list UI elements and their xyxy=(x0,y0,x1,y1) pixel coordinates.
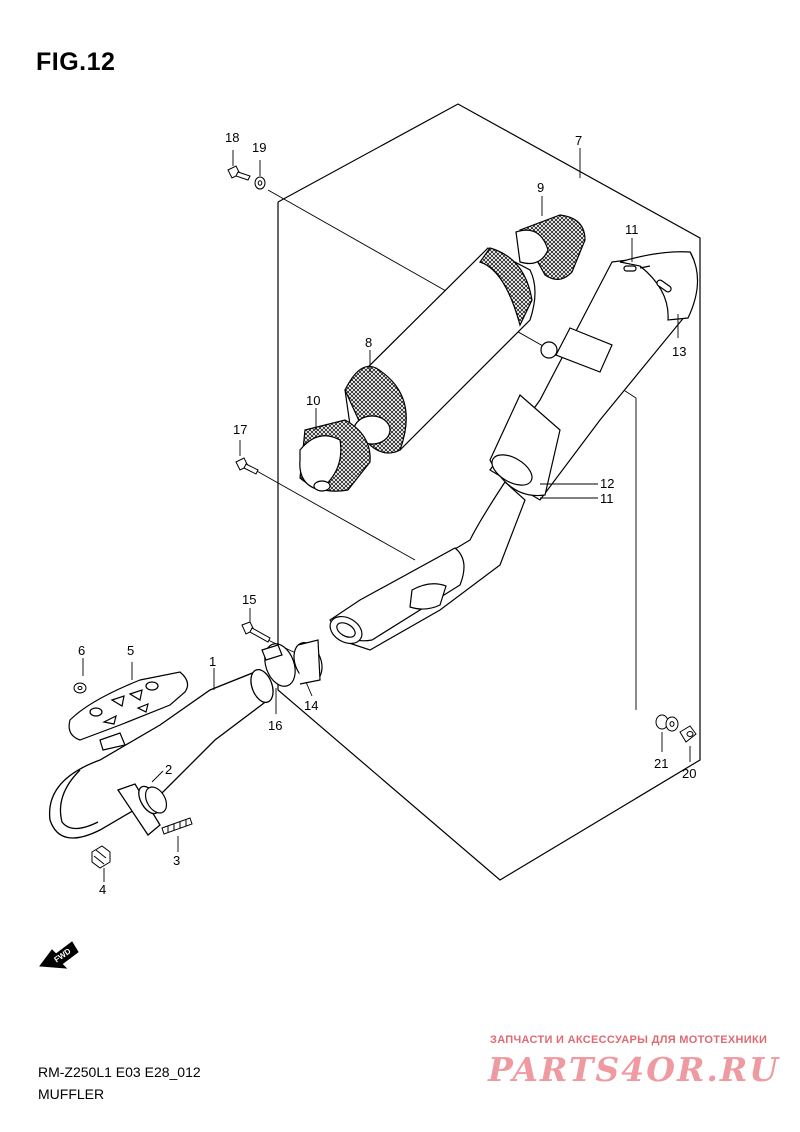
washer-part-21 xyxy=(655,714,679,732)
callout-2: 2 xyxy=(165,762,172,777)
leader-lines xyxy=(82,148,691,882)
callout-3: 3 xyxy=(173,853,180,868)
callout-4: 4 xyxy=(99,882,106,897)
callout-5: 5 xyxy=(127,643,134,658)
callout-15: 15 xyxy=(242,592,256,607)
callout-19: 19 xyxy=(252,140,266,155)
muffler-assembly-outline xyxy=(277,103,701,881)
outer-shell-part-8 xyxy=(344,247,536,454)
callout-16: 16 xyxy=(268,718,282,733)
end-cap-part-10 xyxy=(299,419,371,492)
callout-9: 9 xyxy=(537,180,544,195)
heat-shield-part-5 xyxy=(68,671,189,751)
bolt-part-15 xyxy=(241,621,271,643)
washer-part-6 xyxy=(73,682,87,694)
muffler-body xyxy=(329,251,699,651)
callout-11-top: 11 xyxy=(625,222,639,237)
callout-13: 13 xyxy=(672,344,686,359)
callout-10: 10 xyxy=(306,393,320,408)
clamp-part-16 xyxy=(261,643,296,687)
model-code: RM-Z250L1 E03 E28_012 xyxy=(38,1064,201,1080)
callout-18: 18 xyxy=(225,130,239,145)
section-name: MUFFLER xyxy=(38,1086,105,1102)
callout-14: 14 xyxy=(304,698,318,713)
gasket-part-2 xyxy=(144,786,168,814)
callout-12: 12 xyxy=(600,476,614,491)
figure-title: FIG.12 xyxy=(36,48,116,76)
callout-6: 6 xyxy=(78,643,85,658)
nut-part-4 xyxy=(91,845,111,869)
bolt-part-17 xyxy=(235,457,259,475)
connector-sleeve-part-14 xyxy=(293,639,323,685)
end-cap-part-9 xyxy=(515,214,586,280)
bolt-part-20 xyxy=(679,725,697,743)
callout-11-bottom: 11 xyxy=(600,491,614,506)
callout-20: 20 xyxy=(682,766,696,781)
callout-7: 7 xyxy=(575,133,582,148)
stud-part-3 xyxy=(161,817,193,835)
washer-part-19 xyxy=(254,176,266,190)
callout-labels: 1 2 3 4 5 6 7 8 9 10 11 12 11 13 14 15 1… xyxy=(78,130,696,897)
bolt-part-18 xyxy=(227,165,251,181)
callout-21: 21 xyxy=(654,756,668,771)
forward-arrow-icon: FWD xyxy=(39,941,79,969)
callout-1: 1 xyxy=(209,654,216,669)
watermark-tagline: ЗАПЧАСТИ И АКСЕССУАРЫ ДЛЯ МОТОТЕХНИКИ xyxy=(490,1034,768,1046)
callout-17: 17 xyxy=(233,422,247,437)
callout-8: 8 xyxy=(365,335,372,350)
watermark-logo: PARTS4OR.RU xyxy=(488,1050,781,1089)
